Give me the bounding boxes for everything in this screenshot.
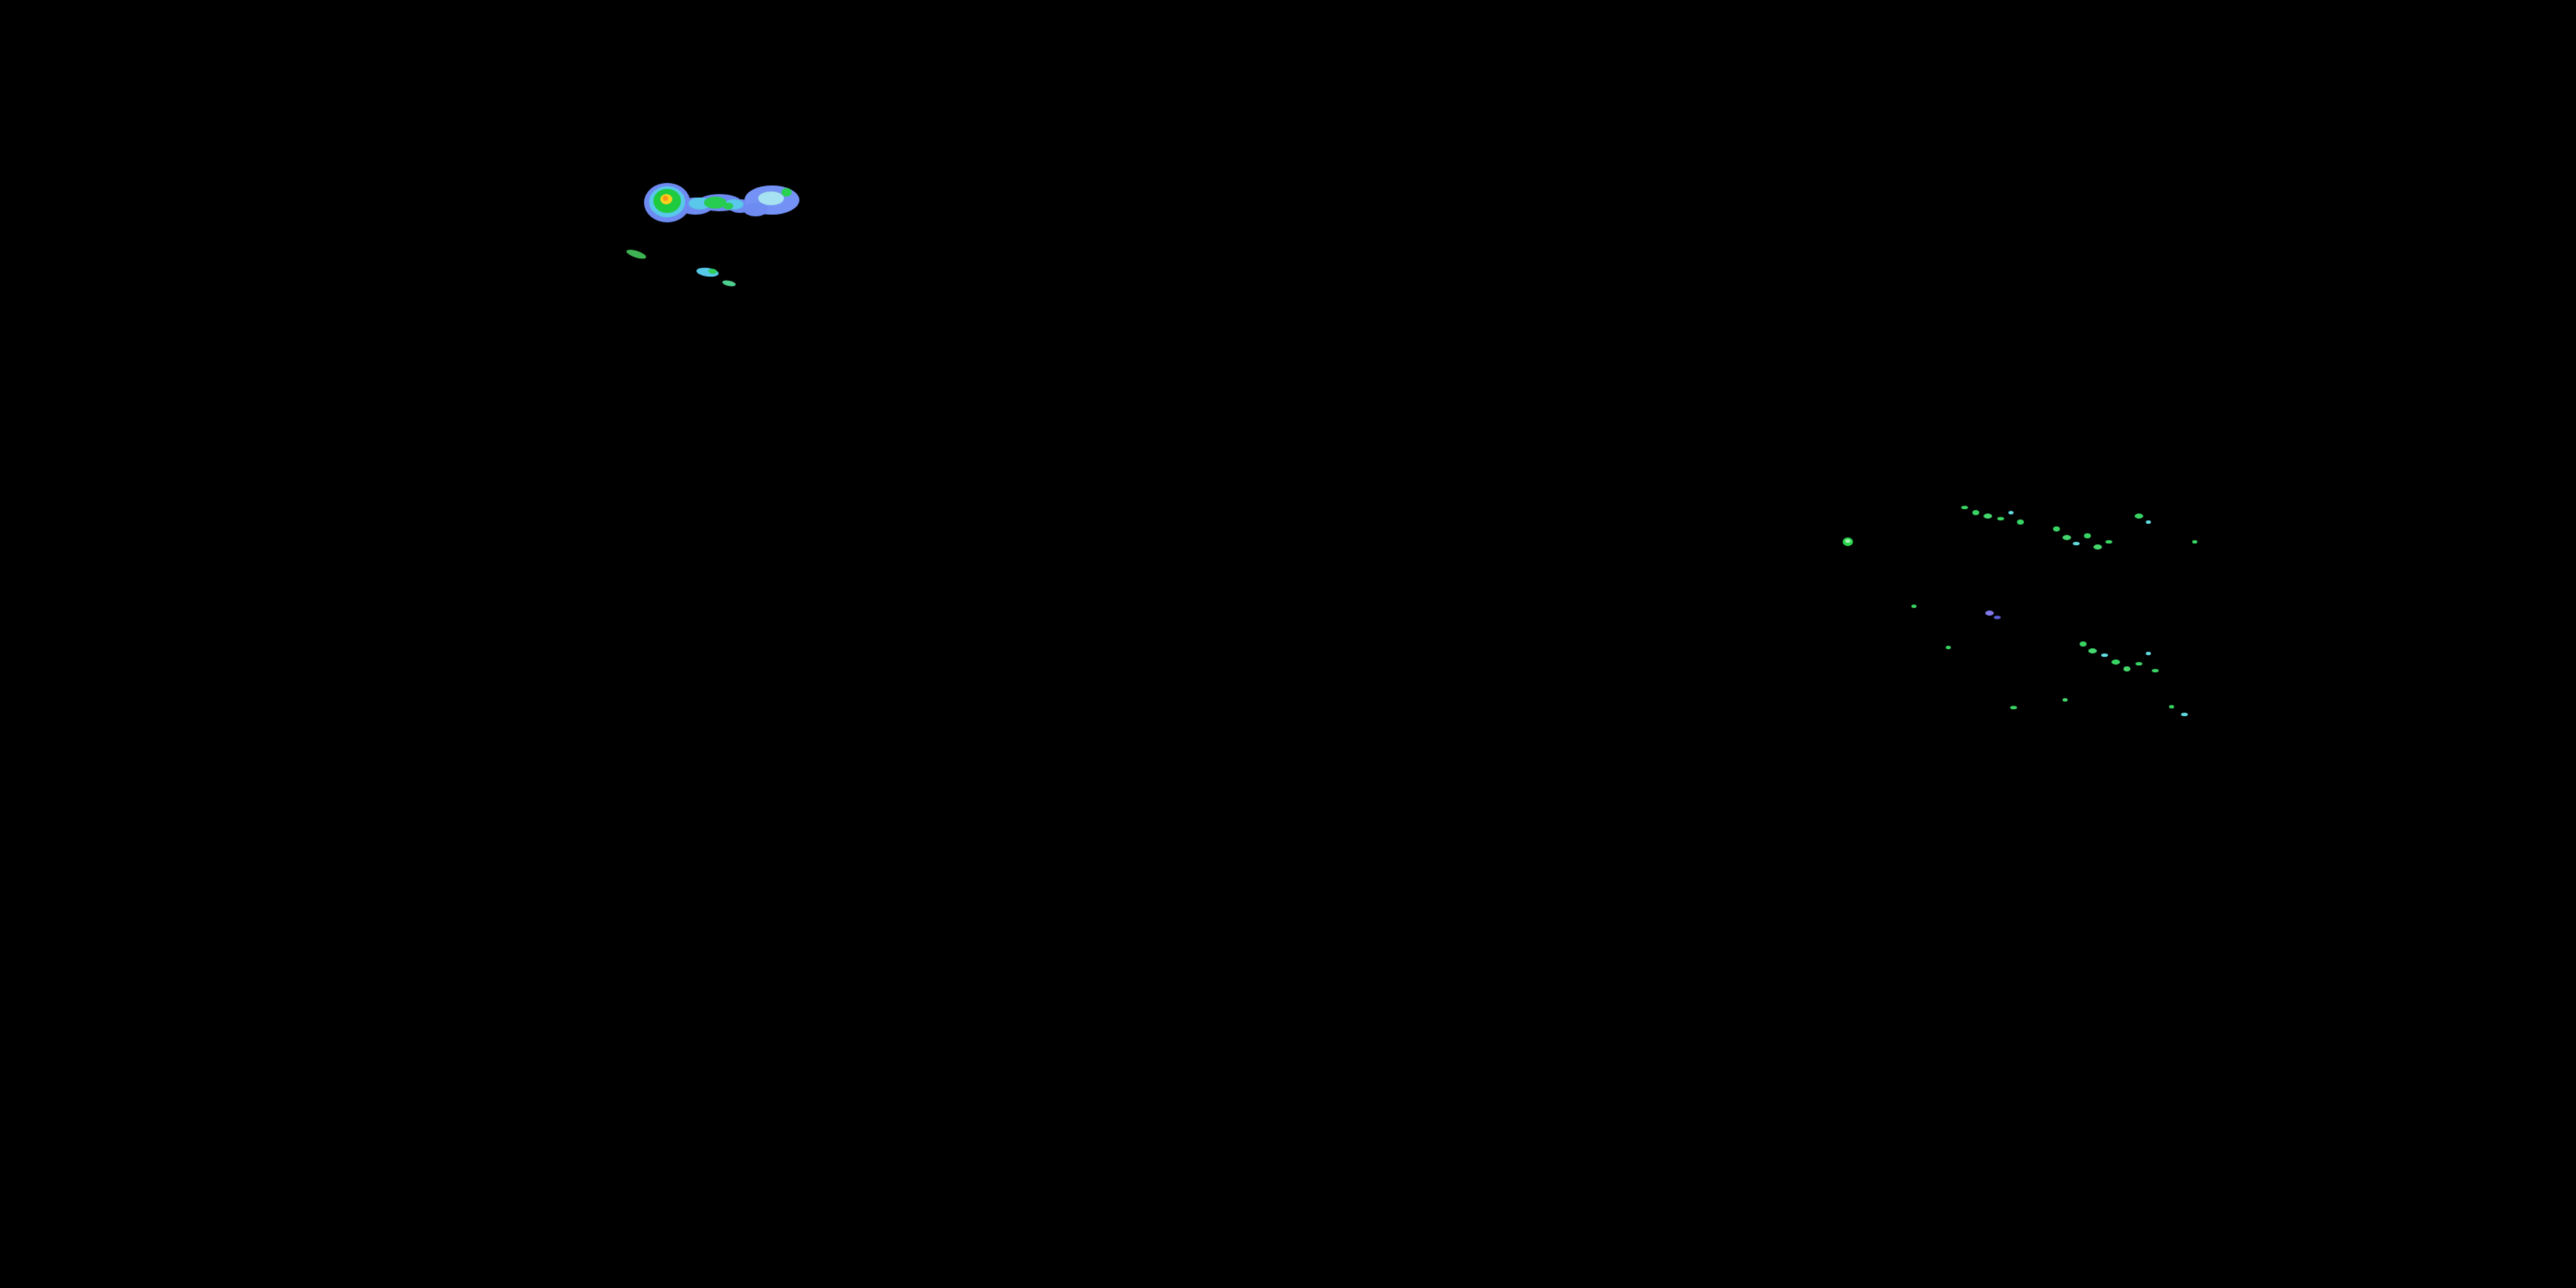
radar-mosaic-view xyxy=(0,0,2576,1288)
radar-canvas xyxy=(0,0,2576,1288)
